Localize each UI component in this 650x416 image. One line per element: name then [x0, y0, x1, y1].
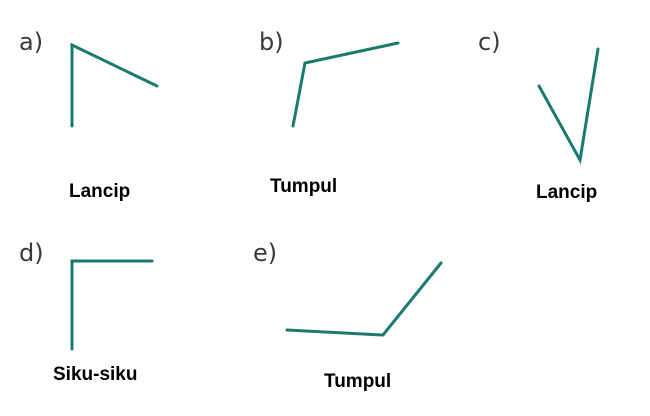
- angle-a-figure: [70, 42, 159, 128]
- angle-e-figure: [285, 261, 443, 337]
- item-b-answer: Tumpul: [270, 176, 338, 197]
- item-a-letter: a): [19, 28, 44, 56]
- item-c-answer: Lancip: [536, 182, 598, 203]
- angle-b-figure: [291, 41, 400, 128]
- item-a-answer: Lancip: [69, 181, 131, 202]
- angle-d-figure: [70, 259, 154, 351]
- item-d-letter: d): [19, 239, 44, 267]
- angle-c-figure: [537, 47, 600, 165]
- item-e-letter: e): [253, 239, 278, 267]
- item-c-letter: c): [478, 28, 501, 56]
- item-d-answer: Siku-siku: [53, 364, 138, 385]
- item-e-answer: Tumpul: [324, 371, 392, 392]
- item-b-letter: b): [259, 28, 284, 56]
